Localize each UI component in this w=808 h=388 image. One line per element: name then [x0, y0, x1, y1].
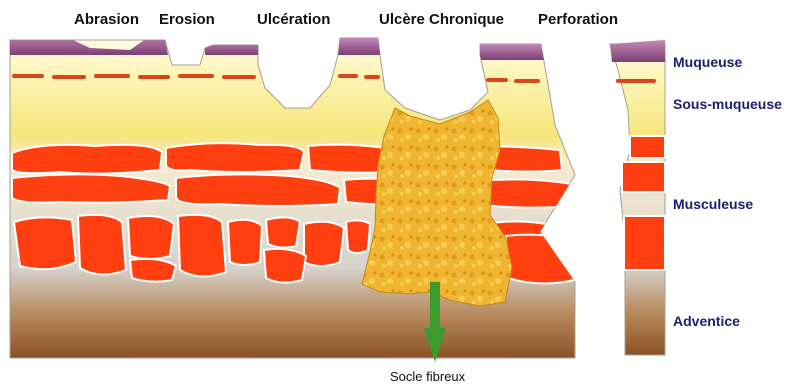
stage-label-erosion: Erosion: [159, 11, 215, 28]
stage-label-perforation: Perforation: [538, 11, 618, 28]
perforation-fragment: [610, 40, 665, 355]
stage-label-chronic-ulcer: Ulcère Chronique: [379, 11, 504, 28]
stage-label-abrasion: Abrasion: [74, 11, 139, 28]
stage-label-ulceration: Ulcération: [257, 11, 330, 28]
layer-label-muscularis: Musculeuse: [673, 196, 753, 212]
mucosa-band: [205, 40, 258, 55]
mucosa-band: [338, 38, 380, 55]
layer-label-adventitia: Adventice: [673, 313, 740, 329]
mucosa-band: [480, 44, 545, 60]
layer-label-submucosa: Sous-muqueuse: [673, 96, 782, 112]
layer-label-mucosa: Muqueuse: [673, 54, 742, 70]
fibrous-base-caption: Socle fibreux: [390, 369, 465, 384]
